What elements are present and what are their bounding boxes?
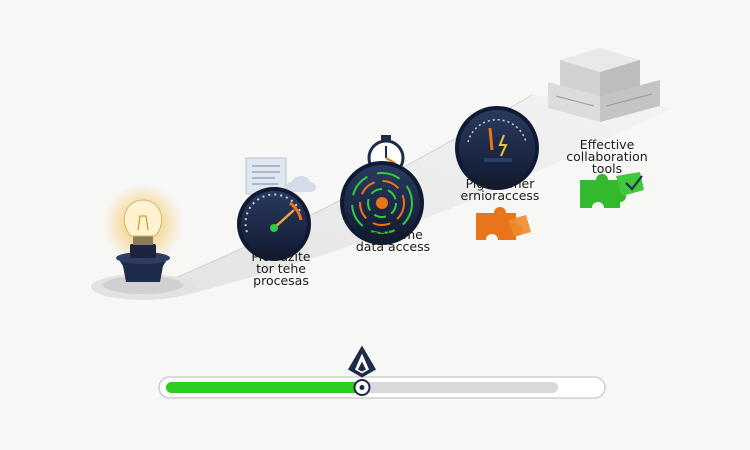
lightbulb-icon [91, 184, 195, 300]
orange-puzzle-icon [476, 207, 531, 240]
progress-fill [166, 382, 362, 393]
progress-bar [158, 376, 606, 399]
step-3-label: Pigh-temer ernioraccess [460, 176, 540, 203]
step-1-label: Pic vazite tor tehe procesas [251, 249, 311, 288]
progress-marker[interactable] [348, 345, 376, 396]
green-puzzle-icon [580, 172, 644, 208]
radar-icon [340, 161, 424, 245]
server-icon [548, 48, 660, 122]
document-icon [245, 157, 316, 195]
speedometer-icon [237, 187, 311, 261]
step-4-label: Effective collaboration tools [566, 137, 648, 176]
gauge-icon [455, 106, 539, 190]
step-2-label: Real-time data access [355, 227, 431, 254]
